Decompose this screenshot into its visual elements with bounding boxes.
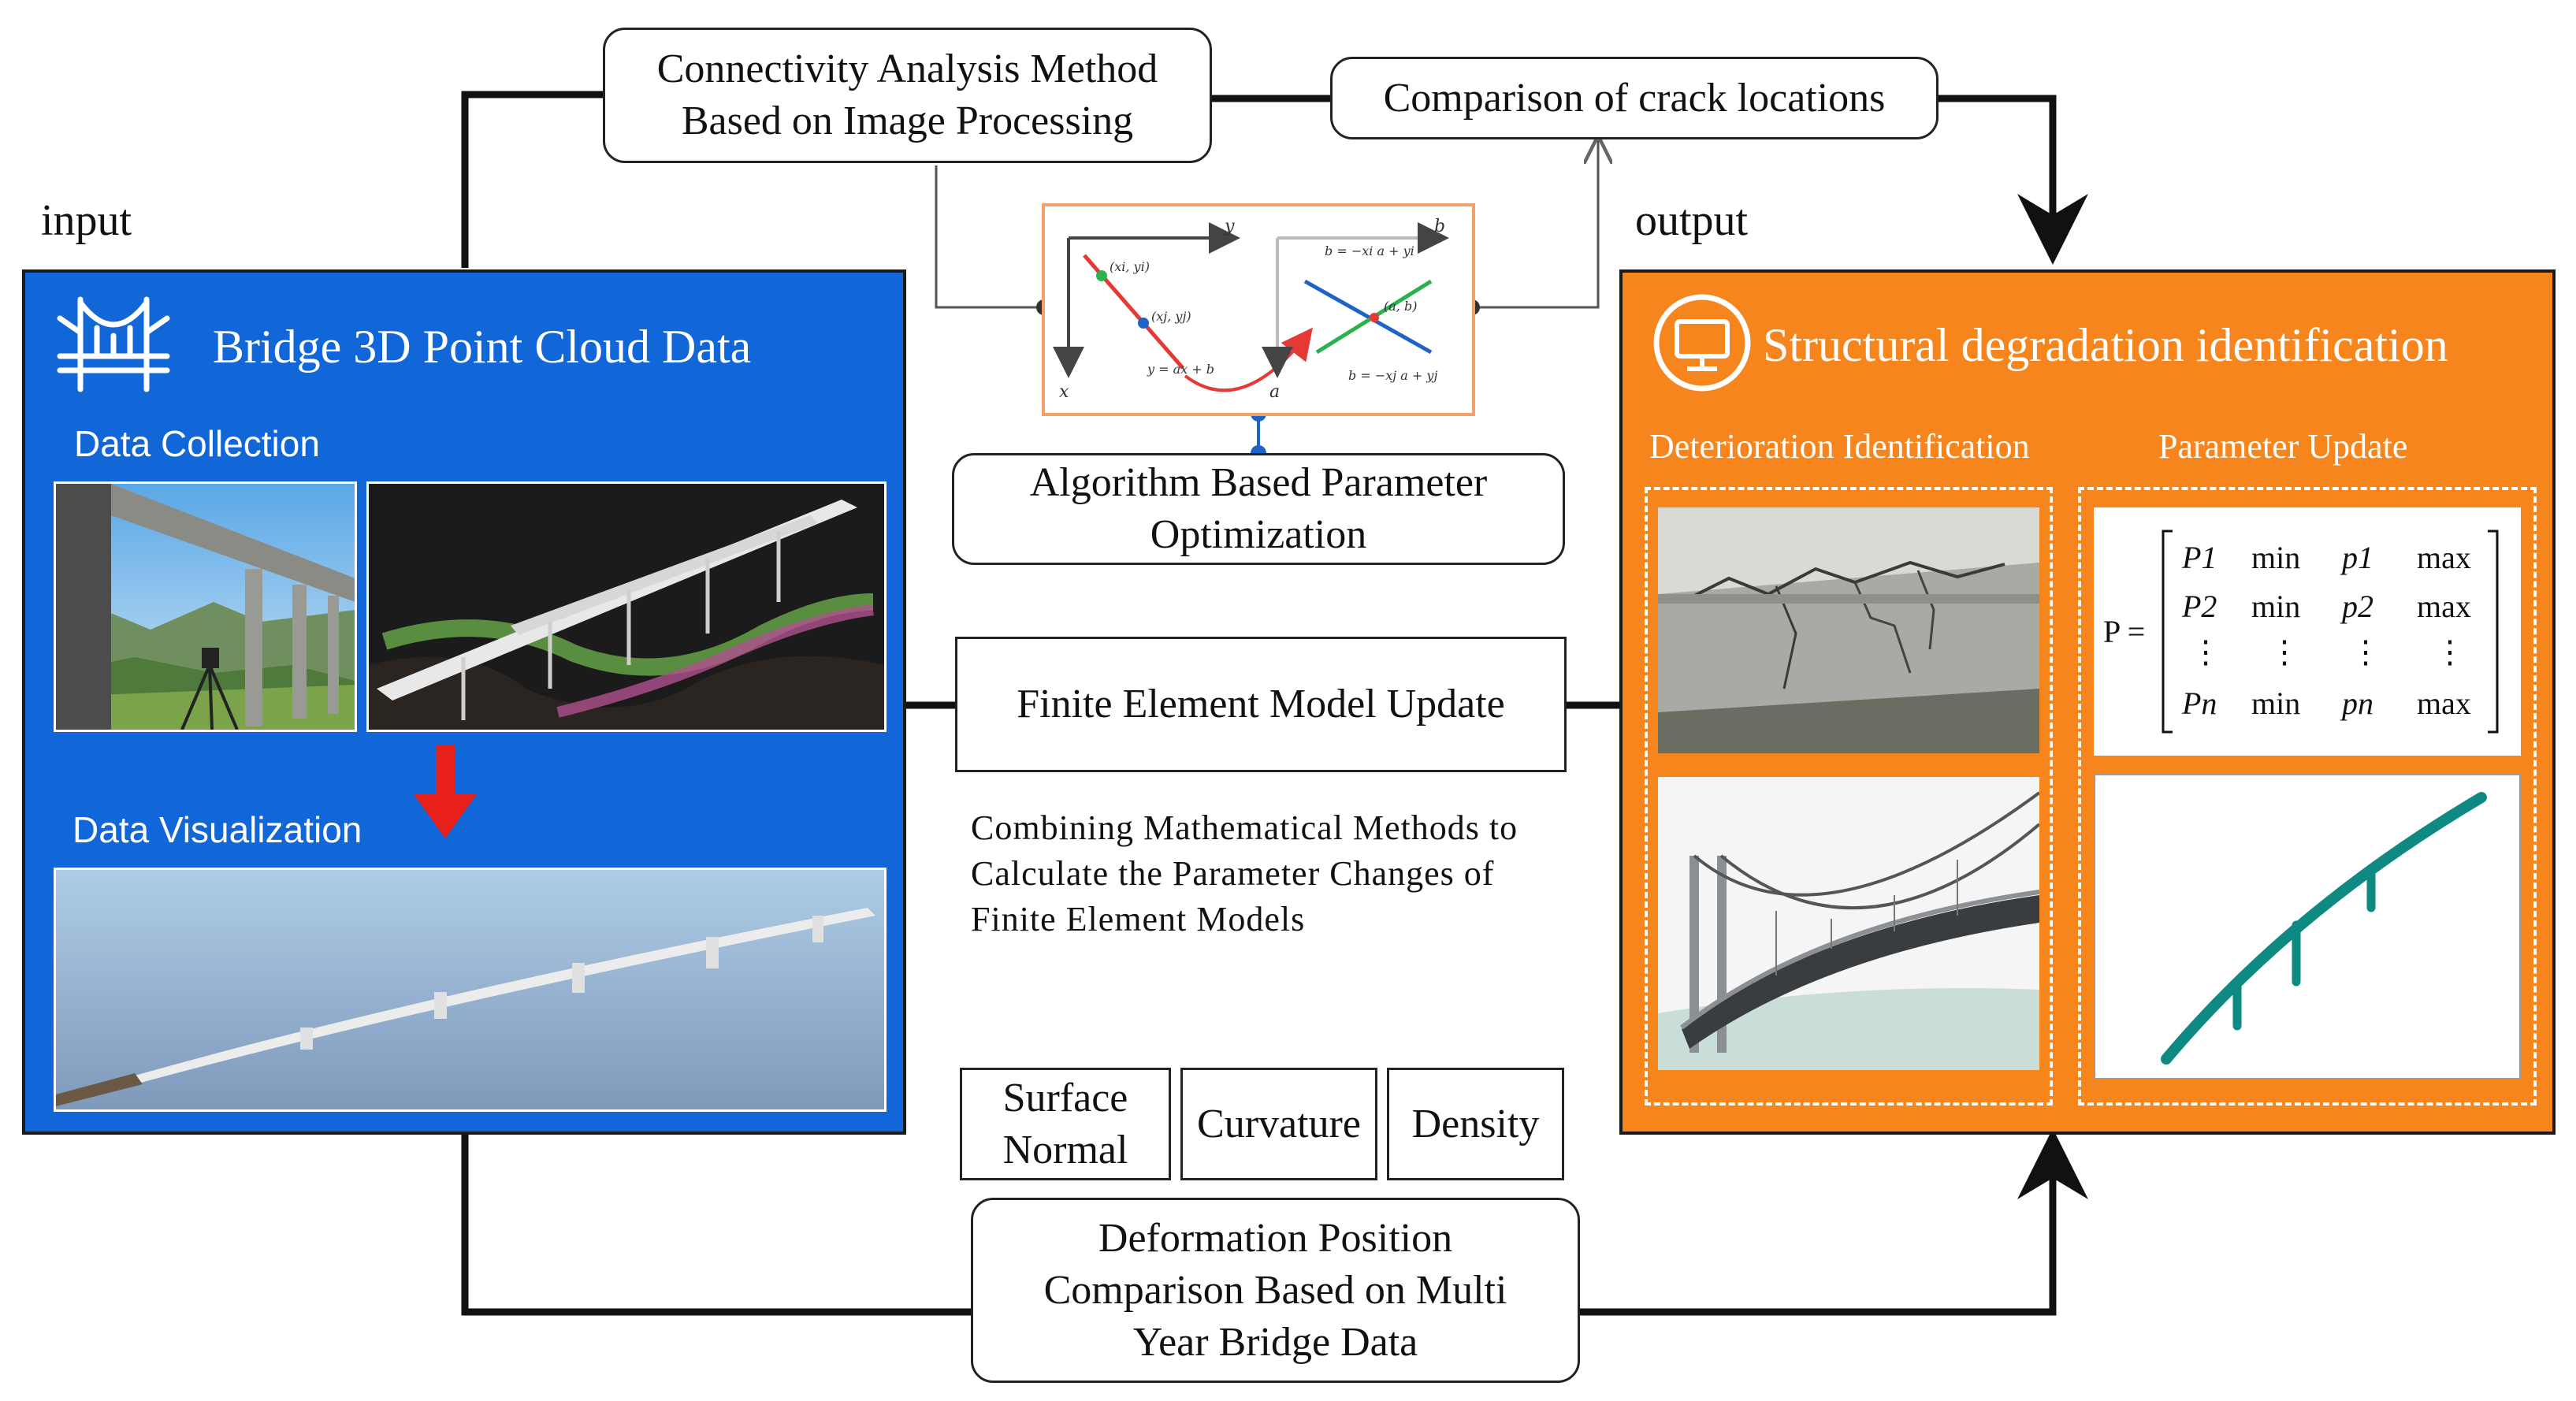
- bottom-right-line: [1580, 1128, 2088, 1316]
- matrix-r2-c2: min: [2251, 589, 2301, 624]
- bridge-site-photo: [54, 481, 357, 732]
- output-panel-title: Structural degradation identification: [1763, 319, 2448, 371]
- algorithm-optimization-box: Algorithm Based Parameter Optimization: [952, 453, 1565, 565]
- deformation-comparison-box: Deformation Position Comparison Based on…: [971, 1198, 1580, 1383]
- point-i: [1096, 270, 1107, 281]
- point-cloud-graphic: [369, 484, 884, 730]
- matrix-r3-c4: ⋮: [2434, 634, 2466, 670]
- label-a: a: [1269, 382, 1280, 402]
- param-line-i: [1303, 279, 1433, 355]
- surface-normal-box: Surface Normal: [960, 1068, 1171, 1180]
- suspension-bridge-graphic: [1658, 777, 2039, 1070]
- matrix-r2-c4: max: [2417, 589, 2471, 624]
- data-visualization-label: Data Visualization: [72, 809, 362, 850]
- matrix-r2-c3: p2: [2342, 589, 2373, 624]
- deterioration-label: Deterioration Identification: [1649, 427, 2030, 466]
- combining-methods-text: Combining Mathematical Methods to Calcul…: [971, 808, 1518, 938]
- deterioration-frame: [1645, 487, 2053, 1106]
- top-flow-line: [461, 91, 603, 268]
- connectivity-to-hough-line: [935, 165, 1044, 309]
- comparison-to-output-line: [1939, 95, 2088, 265]
- comparison-crack-box: Comparison of crack locations: [1330, 57, 1939, 139]
- point-j: [1138, 318, 1149, 329]
- matrix-r4-c4: max: [2417, 686, 2471, 721]
- matrix-r4-c1: Pn: [2182, 686, 2217, 721]
- density-box: Density: [1387, 1068, 1564, 1180]
- matrix-r1-c3: p1: [2342, 540, 2373, 575]
- label-line-eq: y = ax + b: [1147, 362, 1214, 377]
- visualization-graphic: [56, 870, 884, 1109]
- fem-update-box: Finite Element Model Update: [955, 637, 1567, 772]
- red-down-arrow: [414, 745, 477, 838]
- density-text: Density: [1411, 1101, 1540, 1146]
- bottom-left-line: [461, 1135, 971, 1316]
- label-eq2: b = −xj a + yj: [1348, 368, 1437, 383]
- hough-transform-graphic: y x (xi, yi) (xj, yj) y = ax + b b a b =…: [1053, 217, 1449, 402]
- matrix-lhs: P =: [2103, 614, 2146, 649]
- input-label: input: [41, 196, 132, 245]
- hough-to-comparison-line: [1472, 140, 1598, 309]
- connectivity-analysis-box: Connectivity Analysis Method Based on Im…: [603, 28, 1212, 163]
- matrix-r3-c3: ⋮: [2350, 634, 2381, 670]
- parameter-frame: [2078, 487, 2537, 1106]
- output-panel: Structural degradation identification De…: [1619, 269, 2556, 1135]
- fe-model-view: [2094, 774, 2521, 1080]
- label-b: b: [1434, 217, 1445, 236]
- data-collection-label: Data Collection: [74, 423, 320, 464]
- label-eq1: b = −xi a + yi: [1325, 243, 1414, 258]
- input-panel: Bridge 3D Point Cloud Data Data Collecti…: [22, 269, 906, 1135]
- visualization-render: [54, 868, 887, 1112]
- matrix-r4-c3: pn: [2342, 686, 2373, 721]
- output-label: output: [1635, 196, 1749, 245]
- matrix-r3-c2: ⋮: [2269, 634, 2300, 670]
- curvature-box: Curvature: [1180, 1068, 1377, 1180]
- comparison-crack-text: Comparison of crack locations: [1383, 75, 1886, 121]
- label-pj: (xj, yj): [1151, 309, 1191, 324]
- hough-transform-figure: y x (xi, yi) (xj, yj) y = ax + b b a b =…: [1042, 203, 1475, 416]
- matrix-brackets: [2162, 530, 2499, 734]
- label-x: x: [1059, 382, 1069, 402]
- matrix-r3-c1: ⋮: [2190, 634, 2221, 670]
- parameter-update-label: Parameter Update: [2158, 427, 2408, 466]
- label-ab: (a, b): [1384, 299, 1417, 314]
- parameter-matrix: P = P1 min p1 max P2 min p2 max ⋮ ⋮ ⋮ ⋮ …: [2094, 507, 2521, 756]
- fem-update-text: Finite Element Model Update: [1017, 682, 1505, 727]
- label-pi: (xi, yi): [1110, 259, 1150, 274]
- intersection-point: [1370, 313, 1379, 322]
- input-panel-title: Bridge 3D Point Cloud Data: [213, 321, 752, 373]
- crack-graphic: [1658, 507, 2039, 753]
- algorithm-optimization-text: Algorithm Based Parameter Optimization: [1029, 460, 1488, 557]
- matrix-r2-c1: P2: [2182, 589, 2217, 624]
- matrix-r1-c1: P1: [2182, 540, 2217, 575]
- bridge-icon: [57, 296, 170, 392]
- point-cloud-photo: [366, 481, 887, 732]
- fe-model-graphic: [2161, 792, 2487, 1065]
- deformation-comparison-text: Deformation Position Comparison Based on…: [1043, 1215, 1507, 1365]
- crack-photo: [1658, 507, 2039, 753]
- suspension-bridge-photo: [1658, 777, 2039, 1070]
- connectivity-analysis-text: Connectivity Analysis Method Based on Im…: [656, 46, 1158, 143]
- curvature-text: Curvature: [1197, 1101, 1361, 1146]
- matrix-r1-c4: max: [2417, 540, 2471, 575]
- matrix-r4-c2: min: [2251, 686, 2301, 721]
- bridge-site-graphic: [56, 484, 355, 730]
- monitor-icon: [1653, 294, 1751, 392]
- matrix-r1-c2: min: [2251, 540, 2301, 575]
- label-y: y: [1224, 217, 1235, 236]
- surface-normal-text: Surface Normal: [1002, 1075, 1128, 1172]
